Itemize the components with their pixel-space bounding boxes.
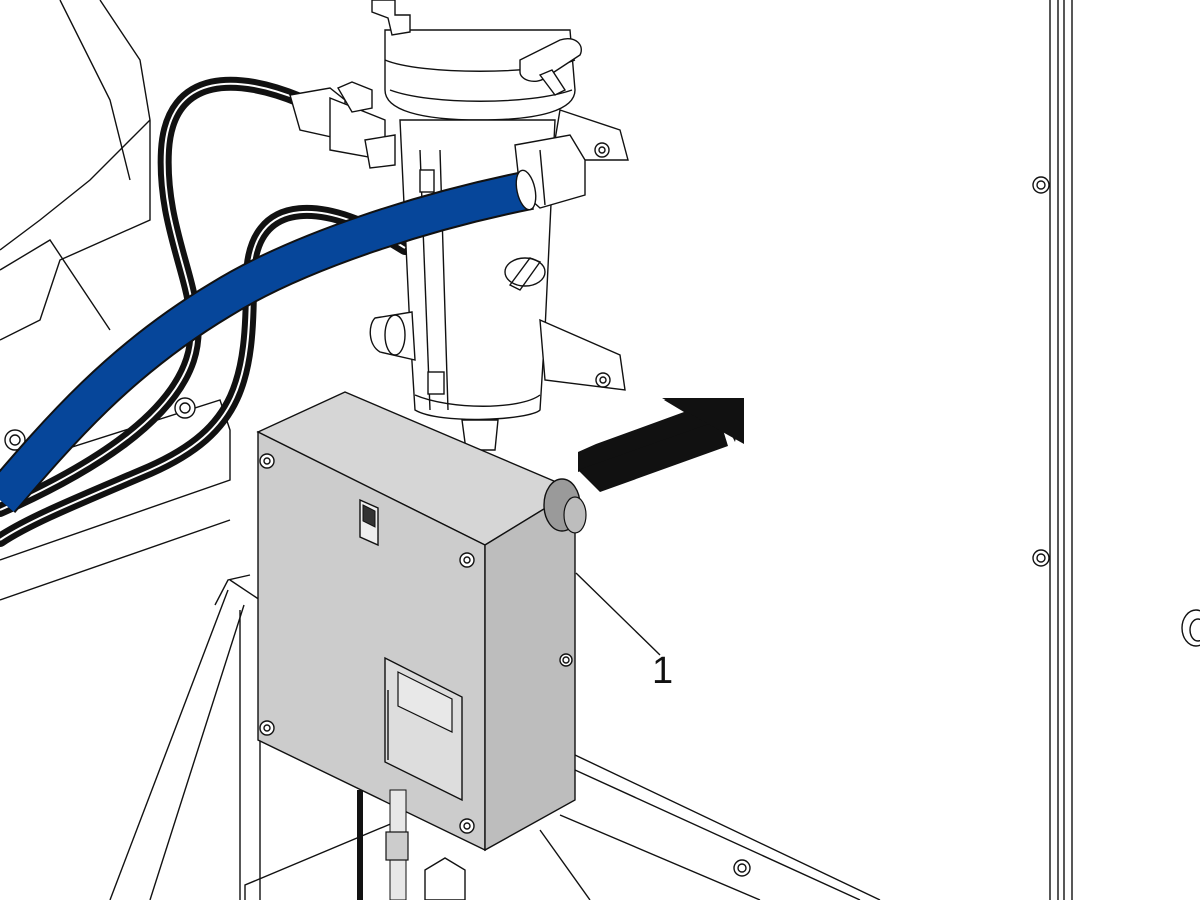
frame-screw [4,429,26,451]
electrical-enclosure [256,391,587,900]
brand-logo-icon [504,257,546,291]
door-knob [1181,609,1200,647]
enclosure-screw [459,552,475,568]
cable-gland [543,478,587,534]
enclosure-screw [259,453,275,469]
blue-hose [0,169,537,514]
rocker-switch-icon [359,498,379,547]
enclosure-screw [259,720,275,736]
black-hoses [0,76,412,900]
frame-screw [733,859,751,877]
callout-label-1: 1 [652,650,674,692]
frame-screw [174,397,196,419]
arrow-up-right-icon [578,398,744,492]
frame-screw [1032,176,1050,194]
frame-screw [1032,549,1050,567]
enclosure-screw [559,653,573,667]
display-window [384,656,463,802]
enclosure-screw [459,818,475,834]
callout-leader-line [575,572,661,656]
